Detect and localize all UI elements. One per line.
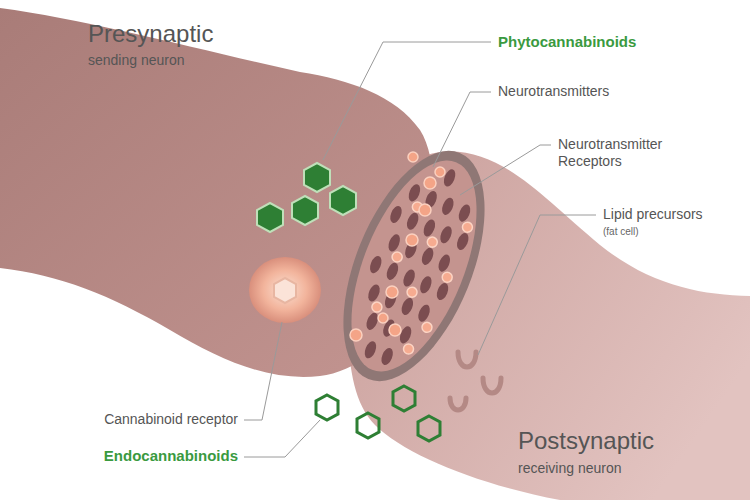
neurotransmitter: [406, 286, 419, 299]
part-label: Phytocannabinoids: [498, 33, 636, 51]
receptor: [401, 268, 417, 288]
neuron-title: Postsynaptic: [518, 427, 654, 456]
receptor: [399, 296, 415, 316]
receptor-face: [315, 131, 514, 401]
receptor: [368, 254, 384, 274]
part-note: (fat cell): [603, 226, 639, 238]
neurotransmitter: [441, 271, 454, 284]
receptor: [421, 218, 437, 238]
neurotransmitter: [402, 342, 415, 355]
receptor: [379, 346, 395, 366]
neurotransmitter: [426, 236, 439, 249]
neurotransmitter: [391, 251, 404, 264]
endocannabinoids: [316, 386, 440, 441]
part-label: Neurotransmitter Receptors: [558, 136, 718, 170]
neuron-subtitle: sending neuron: [88, 52, 185, 69]
neuron-subtitle: receiving neuron: [518, 460, 622, 477]
neuron-title: Presynaptic: [88, 20, 213, 49]
receptor: [436, 253, 452, 273]
receptor: [405, 211, 421, 231]
receptor: [362, 340, 378, 360]
neurotransmitter: [461, 221, 474, 234]
receptor: [364, 311, 380, 331]
part-label: Cannabinoid receptor: [104, 411, 238, 428]
lipid-precursors: [450, 352, 501, 410]
receptor: [440, 196, 456, 216]
neurotransmitter: [420, 321, 433, 334]
receptor: [420, 246, 436, 266]
part-label: Lipid precursors: [603, 206, 703, 223]
receptor: [406, 183, 422, 203]
receptor: [366, 283, 382, 303]
part-label: Neurotransmitters: [498, 83, 609, 100]
receptor: [416, 303, 432, 323]
receptor: [455, 231, 471, 251]
receptor: [456, 203, 472, 223]
receptor: [388, 204, 404, 224]
phytocannabinoids: [257, 163, 356, 232]
receptor: [438, 225, 454, 245]
receptor: [386, 233, 402, 253]
neurotransmitters: [350, 152, 445, 341]
leader-lines: [244, 42, 596, 457]
neurotransmitter: [370, 301, 383, 314]
receptor: [418, 275, 434, 295]
presynaptic-neuron: [0, 8, 433, 377]
receptor: [435, 281, 451, 301]
part-label: Endocannabinoids: [104, 447, 238, 465]
cannabinoid-receptor: [249, 257, 321, 323]
receptor: [384, 261, 400, 281]
